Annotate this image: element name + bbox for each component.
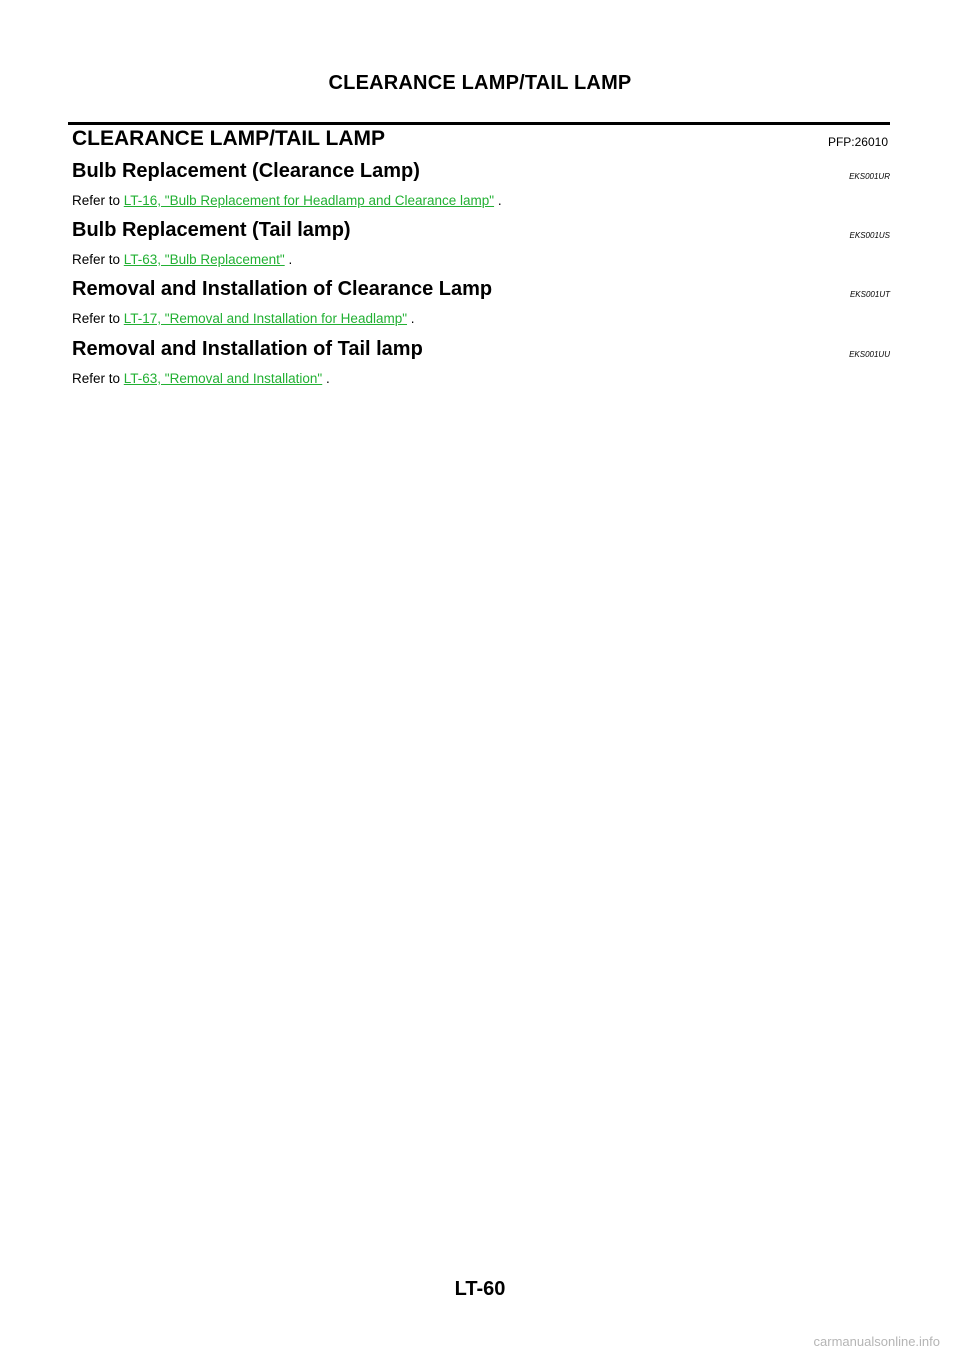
section-body: Refer to LT-17, "Removal and Installatio… [72, 310, 890, 328]
section-heading: Bulb Replacement (Clearance Lamp) [72, 160, 420, 182]
section-heading: Removal and Installation of Tail lamp [72, 338, 423, 360]
section-bulb-replacement-tail: Bulb Replacement (Tail lamp) EKS001US Re… [72, 219, 890, 269]
section-heading-row: Removal and Installation of Tail lamp EK… [72, 338, 890, 368]
section-removal-installation-clearance: Removal and Installation of Clearance La… [72, 278, 890, 328]
section-body: Refer to LT-63, "Removal and Installatio… [72, 370, 890, 388]
section-code: EKS001US [849, 231, 890, 240]
refer-prefix: Refer to [72, 193, 124, 208]
refer-suffix: . [322, 371, 330, 386]
section-body: Refer to LT-63, "Bulb Replacement" . [72, 251, 890, 269]
reference-link[interactable]: LT-16, "Bulb Replacement for Headlamp an… [123, 193, 495, 208]
section-removal-installation-tail: Removal and Installation of Tail lamp EK… [72, 338, 890, 388]
section-heading-row: Bulb Replacement (Clearance Lamp) EKS001… [72, 160, 890, 190]
main-title-row: CLEARANCE LAMP/TAIL LAMP PFP:26010 [72, 127, 890, 157]
watermark: carmanualsonline.info [813, 1334, 940, 1349]
section-heading-row: Bulb Replacement (Tail lamp) EKS001US [72, 219, 890, 249]
refer-suffix: . [284, 252, 293, 267]
refer-suffix: . [494, 193, 502, 208]
reference-link[interactable]: LT-63, "Bulb Replacement" [123, 252, 285, 267]
header-divider [68, 122, 890, 125]
page-title: CLEARANCE LAMP/TAIL LAMP [72, 127, 386, 150]
section-code: EKS001UR [849, 172, 890, 181]
refer-prefix: Refer to [72, 371, 124, 386]
section-bulb-replacement-clearance: Bulb Replacement (Clearance Lamp) EKS001… [72, 160, 890, 210]
section-heading-row: Removal and Installation of Clearance La… [72, 278, 890, 308]
reference-link[interactable]: LT-63, "Removal and Installation" [123, 371, 323, 386]
section-heading: Bulb Replacement (Tail lamp) [72, 219, 351, 241]
page-number: LT-60 [454, 1278, 506, 1300]
section-heading: Removal and Installation of Clearance La… [72, 278, 493, 300]
running-header-title: CLEARANCE LAMP/TAIL LAMP [328, 72, 632, 94]
reference-link[interactable]: LT-17, "Removal and Installation for Hea… [123, 311, 408, 326]
section-code: EKS001UT [849, 290, 890, 299]
refer-prefix: Refer to [72, 311, 124, 326]
section-code: EKS001UU [849, 350, 890, 359]
pfp-code: PFP:26010 [827, 135, 888, 149]
section-body: Refer to LT-16, "Bulb Replacement for He… [72, 192, 890, 210]
refer-prefix: Refer to [72, 252, 124, 267]
refer-suffix: . [407, 311, 415, 326]
